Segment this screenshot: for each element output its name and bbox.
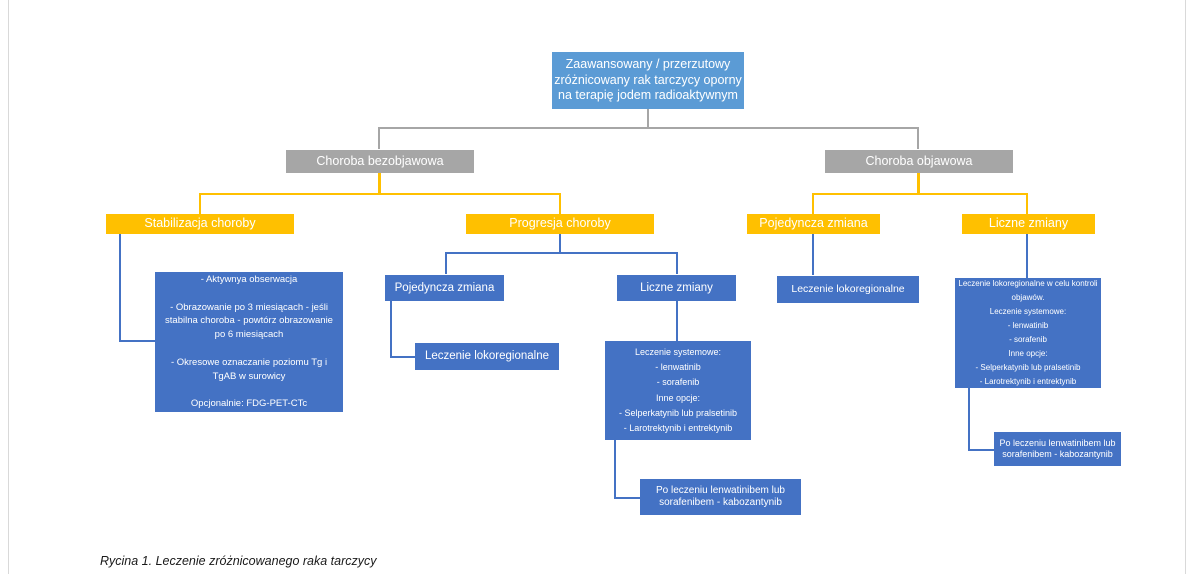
connector-single-lesion-sym-stem [812, 234, 814, 275]
figure-caption: Rycina 1. Leczenie zróżnicowanego raka t… [100, 554, 377, 568]
node-single-lesion-progression[interactable]: Pojedyncza zmiana [385, 275, 504, 301]
node-locoregional-symptomatic[interactable]: Leczenie lokoregionalne [777, 276, 919, 303]
node-systemic-progression[interactable]: Leczenie systemowe: - lenwatinib - soraf… [605, 341, 751, 440]
connector-symptomatic-left-drop [812, 193, 814, 214]
node-stabilization-details[interactable]: - Aktywnya obserwacja - Obrazowanie po 3… [155, 272, 343, 412]
node-stabilization[interactable]: Stabilizacja choroby [106, 214, 294, 234]
connector-asymptomatic-bar [199, 193, 561, 195]
page-rule-left [8, 0, 9, 574]
connector-systemic-sym-elbow-h [968, 449, 995, 451]
page-rule-right [1185, 0, 1186, 574]
node-cabozantinib-symptomatic[interactable]: Po leczeniu lenwatinibem lub sorafenibem… [994, 432, 1121, 466]
connector-symptomatic-right-drop [1026, 193, 1028, 214]
connector-asymptomatic-stem [378, 173, 381, 195]
connector-systemic-prog-elbow-h [614, 497, 641, 499]
connector-multiple-lesions-prog-stem [676, 301, 678, 341]
connector-root-left-drop [378, 127, 380, 149]
connector-systemic-prog-elbow-v [614, 440, 616, 498]
connector-root-right-drop [917, 127, 919, 149]
node-systemic-symptomatic[interactable]: Leczenie lokoregionalne w celu kontroli … [955, 278, 1101, 388]
connector-single-lesion-prog-elbow-v [390, 301, 392, 357]
node-progression[interactable]: Progresja choroby [466, 214, 654, 234]
connector-progression-right-drop [676, 252, 678, 274]
connector-systemic-sym-elbow-v [968, 388, 970, 450]
node-multiple-lesions-symptomatic[interactable]: Liczne zmiany [962, 214, 1095, 234]
connector-asymptomatic-left-drop [199, 193, 201, 214]
connector-progression-bar [445, 252, 677, 254]
node-root[interactable]: Zaawansowany / przerzutowy zróżnicowany … [552, 52, 744, 109]
connector-symptomatic-bar [812, 193, 1028, 195]
connector-symptomatic-stem [917, 173, 920, 195]
connector-stabilization-elbow-v [119, 234, 121, 342]
connector-root-bar [378, 127, 919, 129]
connector-progression-left-drop [445, 252, 447, 274]
node-single-lesion-symptomatic[interactable]: Pojedyncza zmiana [747, 214, 880, 234]
connector-multiple-lesions-sym-stem [1026, 234, 1028, 278]
connector-single-lesion-prog-elbow-h [390, 356, 416, 358]
node-symptomatic-disease[interactable]: Choroba objawowa [825, 150, 1013, 173]
connector-asymptomatic-right-drop [559, 193, 561, 214]
connector-progression-stem [559, 234, 561, 253]
node-locoregional-progression[interactable]: Leczenie lokoregionalne [415, 343, 559, 370]
node-asymptomatic-disease[interactable]: Choroba bezobjawowa [286, 150, 474, 173]
node-cabozantinib-progression[interactable]: Po leczeniu lenwatinibem lub sorafenibem… [640, 479, 801, 515]
connector-stabilization-elbow-h [119, 340, 156, 342]
node-multiple-lesions-progression[interactable]: Liczne zmiany [617, 275, 736, 301]
connector-root-stem [647, 109, 649, 128]
